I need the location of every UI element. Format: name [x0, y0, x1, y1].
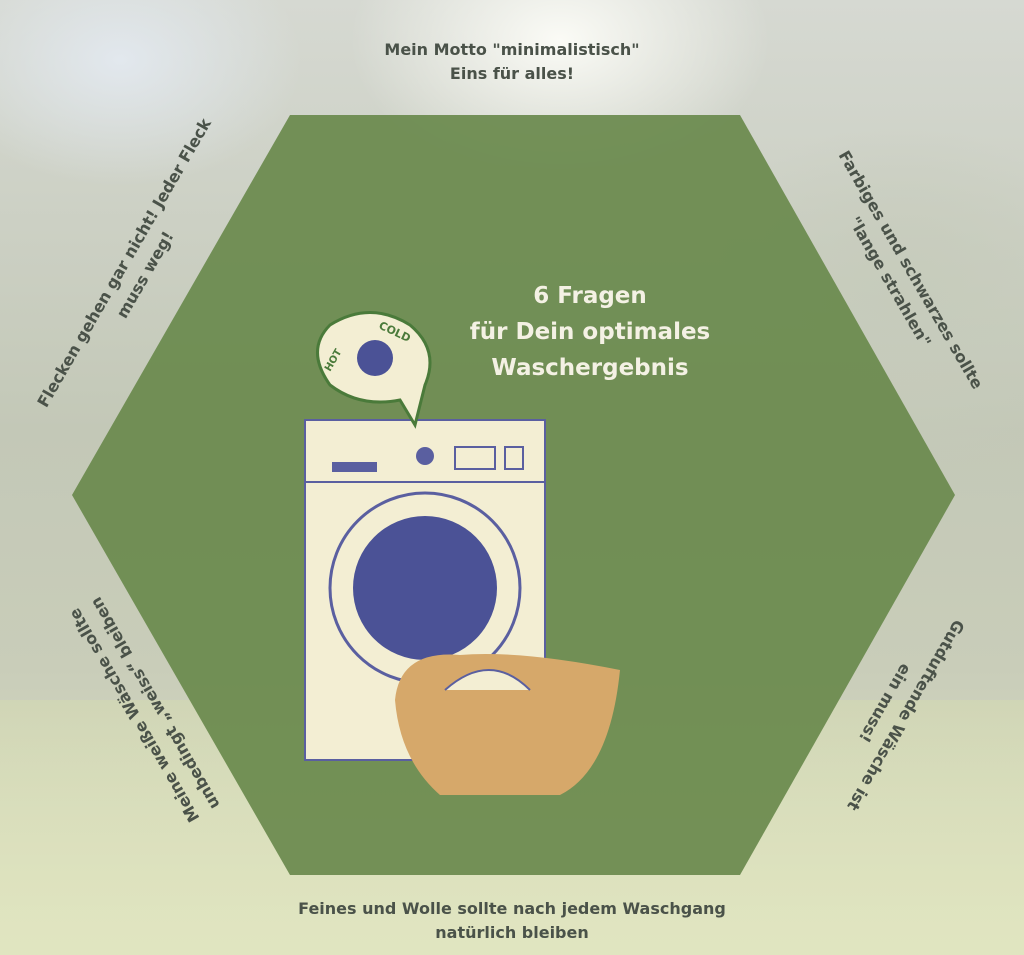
temperature-dial-bubble: HOT COLD — [316, 311, 432, 429]
title-line-1: 6 Fragen — [533, 283, 647, 309]
label-top: Mein Motto "minimalistisch" Eins für alle… — [312, 38, 712, 86]
label-line: Eins für alles! — [449, 64, 575, 83]
label-line: Mein Motto "minimalistisch" — [384, 40, 640, 59]
label-line: Feines und Wolle sollte nach jedem Wasch… — [298, 899, 726, 918]
label-line: natürlich bleiben — [435, 923, 589, 942]
main-title: 6 Fragen für Dein optimales Waschergebni… — [430, 278, 750, 386]
title-line-3: Waschergebnis — [491, 355, 689, 381]
title-line-2: für Dein optimales — [469, 319, 711, 345]
washing-machine-illustration — [304, 419, 620, 795]
label-bottom: Feines und Wolle sollte nach jedem Wasch… — [212, 897, 812, 945]
